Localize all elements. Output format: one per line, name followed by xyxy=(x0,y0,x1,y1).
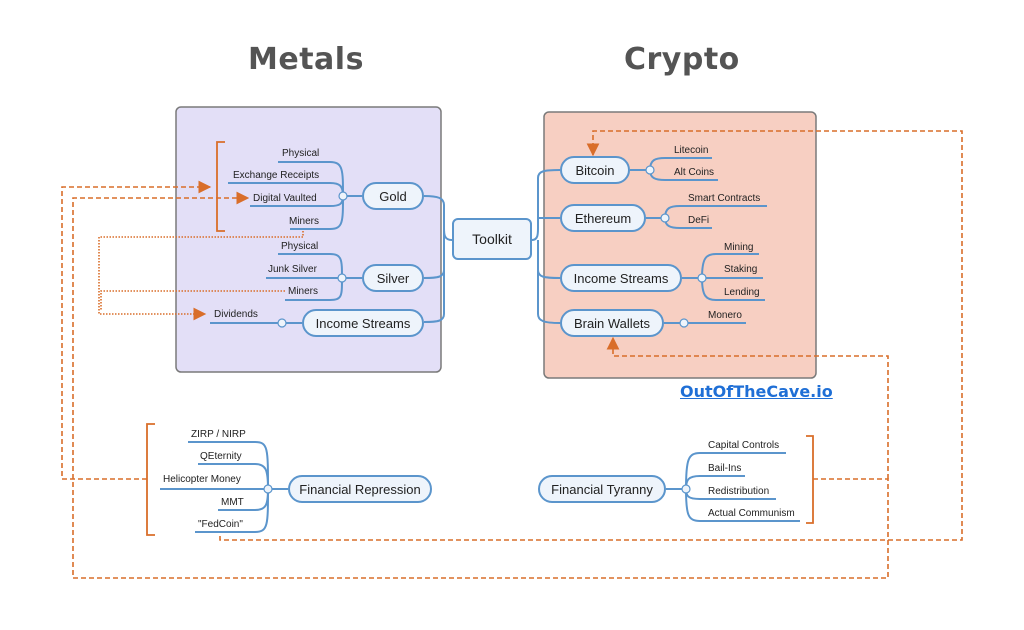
leaf-litecoin[interactable]: Litecoin xyxy=(674,145,709,156)
relation-line xyxy=(98,231,304,321)
branch-line xyxy=(701,253,759,279)
branch-line xyxy=(701,277,765,301)
collapse-toggle-icon[interactable] xyxy=(337,273,347,283)
branch-line xyxy=(531,169,561,241)
collapse-toggle-icon[interactable] xyxy=(681,484,691,494)
branch-line xyxy=(198,463,269,490)
leaf-gold-physical[interactable]: Physical xyxy=(282,148,320,159)
relation-line xyxy=(219,130,963,541)
relation-line xyxy=(61,180,212,480)
collapse-toggle-icon[interactable] xyxy=(263,484,273,494)
leaf-lending[interactable]: Lending xyxy=(724,287,760,298)
leaf-mining[interactable]: Mining xyxy=(724,242,754,253)
collapse-toggle-icon[interactable] xyxy=(697,273,707,283)
leaf-bail-ins[interactable]: Bail-Ins xyxy=(708,463,742,474)
leaf-smart-contracts[interactable]: Smart Contracts xyxy=(688,193,761,204)
branch-line xyxy=(285,277,343,301)
financial-repression-node[interactable]: Financial Repression xyxy=(288,475,432,503)
leaf-gold-digital-vaulted[interactable]: Digital Vaulted xyxy=(253,193,317,204)
leaf-actual-communism[interactable]: Actual Communism xyxy=(708,508,795,519)
branch-line xyxy=(537,270,561,324)
relation-line xyxy=(100,290,285,310)
leaf-gold-miners[interactable]: Miners xyxy=(289,216,320,227)
group-bracket xyxy=(146,423,155,536)
leaf-dividends[interactable]: Dividends xyxy=(214,309,258,320)
group-bracket xyxy=(806,435,814,524)
crypto-title: Crypto xyxy=(624,42,740,77)
metals-income-node[interactable]: Income Streams xyxy=(302,309,424,337)
relation-line xyxy=(606,336,889,479)
metals-panel xyxy=(175,106,442,373)
leaf-silver-physical[interactable]: Physical xyxy=(281,241,319,252)
leaf-gold-exchange-receipts[interactable]: Exchange Receipts xyxy=(233,170,320,181)
branch-line xyxy=(290,195,344,230)
crypto-income-node[interactable]: Income Streams xyxy=(560,264,682,292)
leaf-silver-junk-silver[interactable]: Junk Silver xyxy=(268,264,317,275)
collapse-toggle-icon[interactable] xyxy=(645,165,655,175)
toolkit-node[interactable]: Toolkit xyxy=(452,218,532,260)
leaf-monero[interactable]: Monero xyxy=(708,310,742,321)
leaf-staking[interactable]: Staking xyxy=(724,264,758,275)
collapse-toggle-icon[interactable] xyxy=(679,318,689,328)
branch-line xyxy=(423,195,453,241)
brand-link[interactable]: OutOfTheCave.io xyxy=(680,382,833,401)
branch-line xyxy=(685,488,800,522)
metals-title: Metals xyxy=(248,42,364,77)
branch-line xyxy=(537,217,560,228)
leaf-silver-miners[interactable]: Miners xyxy=(288,286,319,297)
financial-tyranny-node[interactable]: Financial Tyranny xyxy=(538,475,666,503)
leaf-capital-controls[interactable]: Capital Controls xyxy=(708,440,780,451)
branch-line xyxy=(423,270,445,323)
leaf-qeternity[interactable]: QEternity xyxy=(200,451,242,462)
group-bracket xyxy=(216,141,225,232)
leaf-redistribution[interactable]: Redistribution xyxy=(708,486,770,497)
branch-line xyxy=(278,253,343,279)
brain-wallets-node[interactable]: Brain Wallets xyxy=(560,309,664,337)
leaf-alt-coins[interactable]: Alt Coins xyxy=(674,167,715,178)
leaf-helicopter-money[interactable]: Helicopter Money xyxy=(163,474,241,485)
bitcoin-node[interactable]: Bitcoin xyxy=(560,156,630,184)
leaf-mmt[interactable]: MMT xyxy=(221,497,244,508)
collapse-toggle-icon[interactable] xyxy=(660,213,670,223)
branch-line xyxy=(685,452,786,490)
branch-line xyxy=(195,488,269,533)
collapse-toggle-icon[interactable] xyxy=(338,191,348,201)
gold-node[interactable]: Gold xyxy=(362,182,424,210)
ethereum-node[interactable]: Ethereum xyxy=(560,204,646,232)
leaf-defi[interactable]: DeFi xyxy=(688,215,710,226)
leaf-zirp-nirp[interactable]: ZIRP / NIRP xyxy=(191,429,246,440)
leaf-fedcoin[interactable]: "FedCoin" xyxy=(198,519,243,530)
silver-node[interactable]: Silver xyxy=(362,264,424,292)
collapse-toggle-icon[interactable] xyxy=(277,318,287,328)
